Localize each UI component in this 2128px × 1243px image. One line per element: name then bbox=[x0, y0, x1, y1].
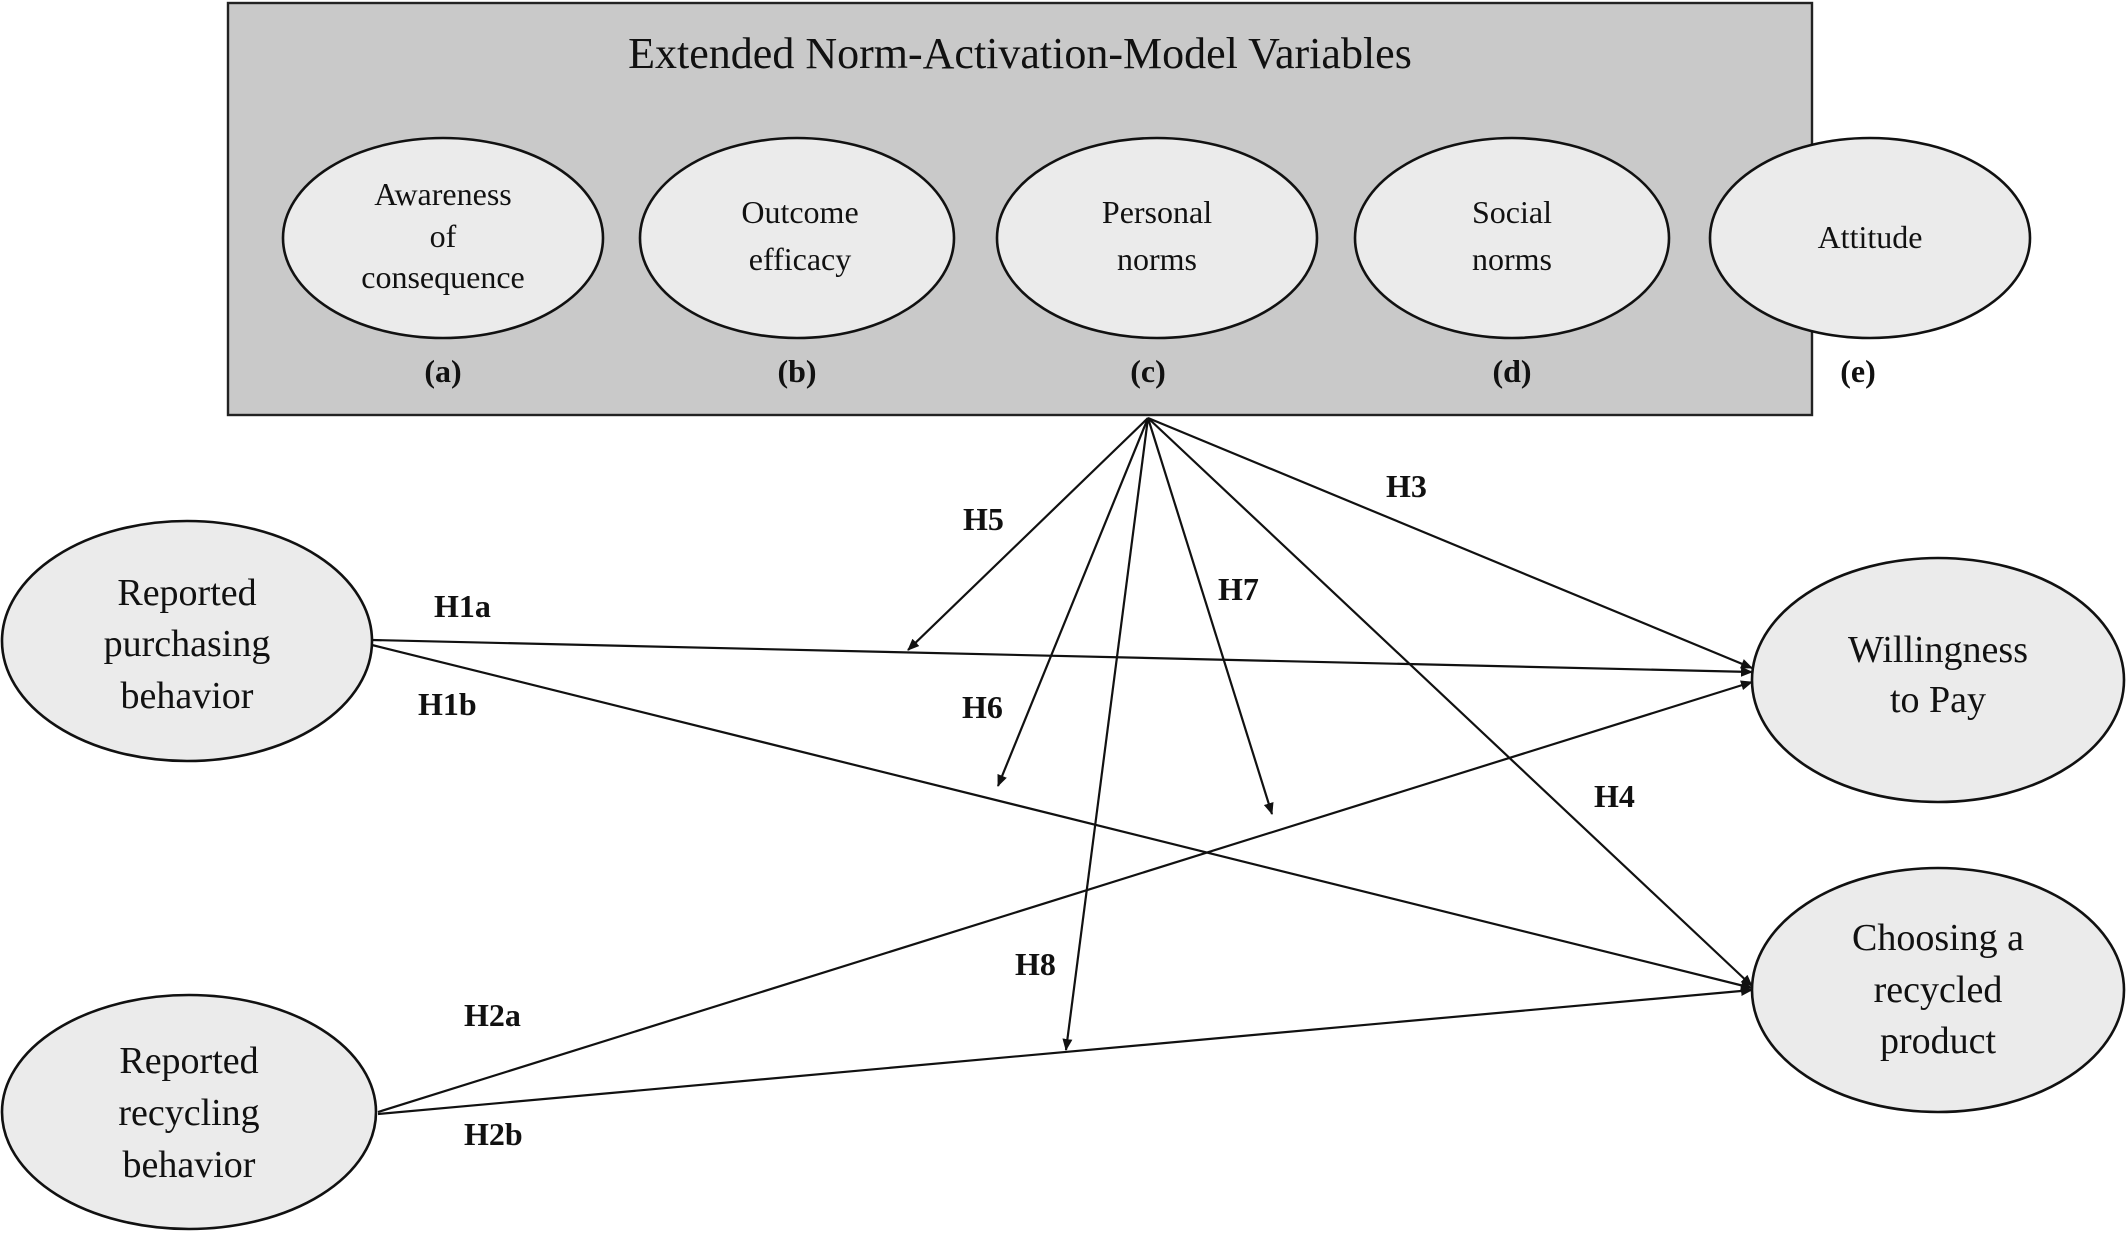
nam-ellipse bbox=[1353, 136, 1671, 340]
node-ellipse bbox=[1750, 556, 2126, 804]
node-label-line: Willingness bbox=[1848, 629, 2028, 671]
nam-label-line: Attitude bbox=[1818, 219, 1923, 255]
edge-h4 bbox=[1147, 417, 1753, 987]
nam-ellipse bbox=[281, 136, 605, 340]
node-reported-recycling: Reported recycling behavior bbox=[0, 993, 378, 1231]
node-reported-purchasing: Reported purchasing behavior bbox=[0, 519, 374, 763]
nam-letter: (a) bbox=[424, 353, 461, 389]
label-h2b: H2b bbox=[464, 1116, 523, 1152]
edge-h2a bbox=[377, 680, 1753, 1114]
nam-label-line: of bbox=[430, 218, 457, 254]
node-label-line: Reported bbox=[119, 1040, 258, 1082]
node-willingness-to-pay: Willingness to Pay bbox=[1750, 556, 2126, 804]
label-h6: H6 bbox=[962, 689, 1003, 725]
node-ellipse bbox=[1750, 866, 2126, 1114]
nam-letter: (c) bbox=[1130, 353, 1166, 389]
label-h2a: H2a bbox=[464, 997, 521, 1033]
edges bbox=[371, 416, 1753, 1116]
nam-variable-awareness: Awareness of consequence (a) bbox=[281, 136, 605, 389]
nam-panel: Extended Norm-Activation-Model Variables… bbox=[226, 1, 2032, 417]
nam-letter: (e) bbox=[1840, 353, 1876, 389]
nam-letter: (d) bbox=[1492, 353, 1531, 389]
nam-label-line: Personal bbox=[1102, 194, 1212, 230]
label-h1a: H1a bbox=[434, 588, 491, 624]
edge-h1b bbox=[371, 643, 1753, 991]
nam-ellipse bbox=[995, 136, 1319, 340]
label-h3: H3 bbox=[1386, 468, 1427, 504]
nam-variable-attitude: Attitude (e) bbox=[1708, 136, 2032, 389]
nam-label-line: norms bbox=[1117, 241, 1197, 277]
edge-h5 bbox=[907, 417, 1149, 651]
nam-label-line: norms bbox=[1472, 241, 1552, 277]
label-h5: H5 bbox=[963, 501, 1004, 537]
panel-title: Extended Norm-Activation-Model Variables bbox=[628, 29, 1412, 78]
nam-variable-personal-norms: Personal norms (c) bbox=[995, 136, 1319, 389]
edge-h2b bbox=[377, 986, 1753, 1116]
node-label-line: recycling bbox=[118, 1092, 259, 1134]
nam-ellipse bbox=[1708, 136, 2032, 340]
edge-h8 bbox=[1062, 417, 1150, 1051]
nam-label-line: Outcome bbox=[741, 194, 858, 230]
nam-label-line: efficacy bbox=[749, 241, 851, 277]
nam-letter: (b) bbox=[777, 353, 816, 389]
node-label-line: purchasing bbox=[104, 623, 271, 665]
node-label-line: to Pay bbox=[1890, 679, 1986, 721]
edge-h7 bbox=[1146, 417, 1274, 815]
label-h8: H8 bbox=[1015, 946, 1056, 982]
label-h1b: H1b bbox=[418, 686, 477, 722]
node-ellipse bbox=[0, 519, 374, 763]
edge-h6 bbox=[996, 417, 1150, 787]
node-label-line: Reported bbox=[117, 572, 256, 614]
node-label-line: Choosing a bbox=[1852, 917, 2024, 959]
edge-h3 bbox=[1147, 416, 1753, 670]
nam-label-line: Awareness bbox=[374, 176, 511, 212]
nam-ellipse bbox=[638, 136, 956, 340]
node-label-line: product bbox=[1880, 1020, 1997, 1062]
node-ellipse bbox=[0, 993, 378, 1231]
nam-label-line: consequence bbox=[361, 259, 524, 295]
node-choosing-recycled-product: Choosing a recycled product bbox=[1750, 866, 2126, 1114]
node-label-line: behavior bbox=[121, 675, 254, 717]
node-label-line: behavior bbox=[123, 1144, 256, 1186]
nam-variable-social-norms: Social norms (d) bbox=[1353, 136, 1671, 389]
hypothesis-labels: H1a H1b H2a H2b H3 H4 H5 H6 H7 H8 bbox=[418, 468, 1635, 1152]
label-h7: H7 bbox=[1218, 571, 1259, 607]
nam-variable-outcome-efficacy: Outcome efficacy (b) bbox=[638, 136, 956, 389]
node-label-line: recycled bbox=[1874, 969, 2003, 1011]
edge-h1a bbox=[371, 638, 1753, 677]
label-h4: H4 bbox=[1594, 778, 1635, 814]
nam-label-line: Social bbox=[1472, 194, 1552, 230]
